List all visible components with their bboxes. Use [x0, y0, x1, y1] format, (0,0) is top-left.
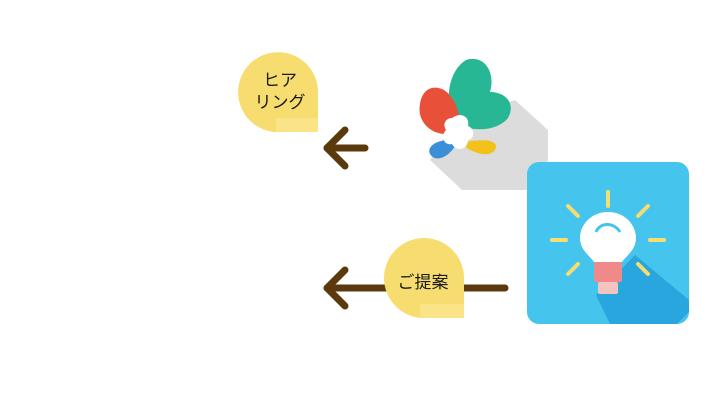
hearing-label-line1: ヒア: [263, 71, 297, 91]
hearing-bubble: [238, 52, 319, 133]
flower-logo-icon: [419, 58, 548, 190]
lightbulb-icon: [527, 162, 689, 324]
proposal-label: ご提案: [397, 273, 449, 293]
hearing-label: ヒア リング: [242, 70, 318, 114]
proposal-bubble: [384, 238, 464, 318]
hearing-label-line2: リング: [254, 93, 306, 113]
hearing-arrow: [323, 126, 369, 170]
